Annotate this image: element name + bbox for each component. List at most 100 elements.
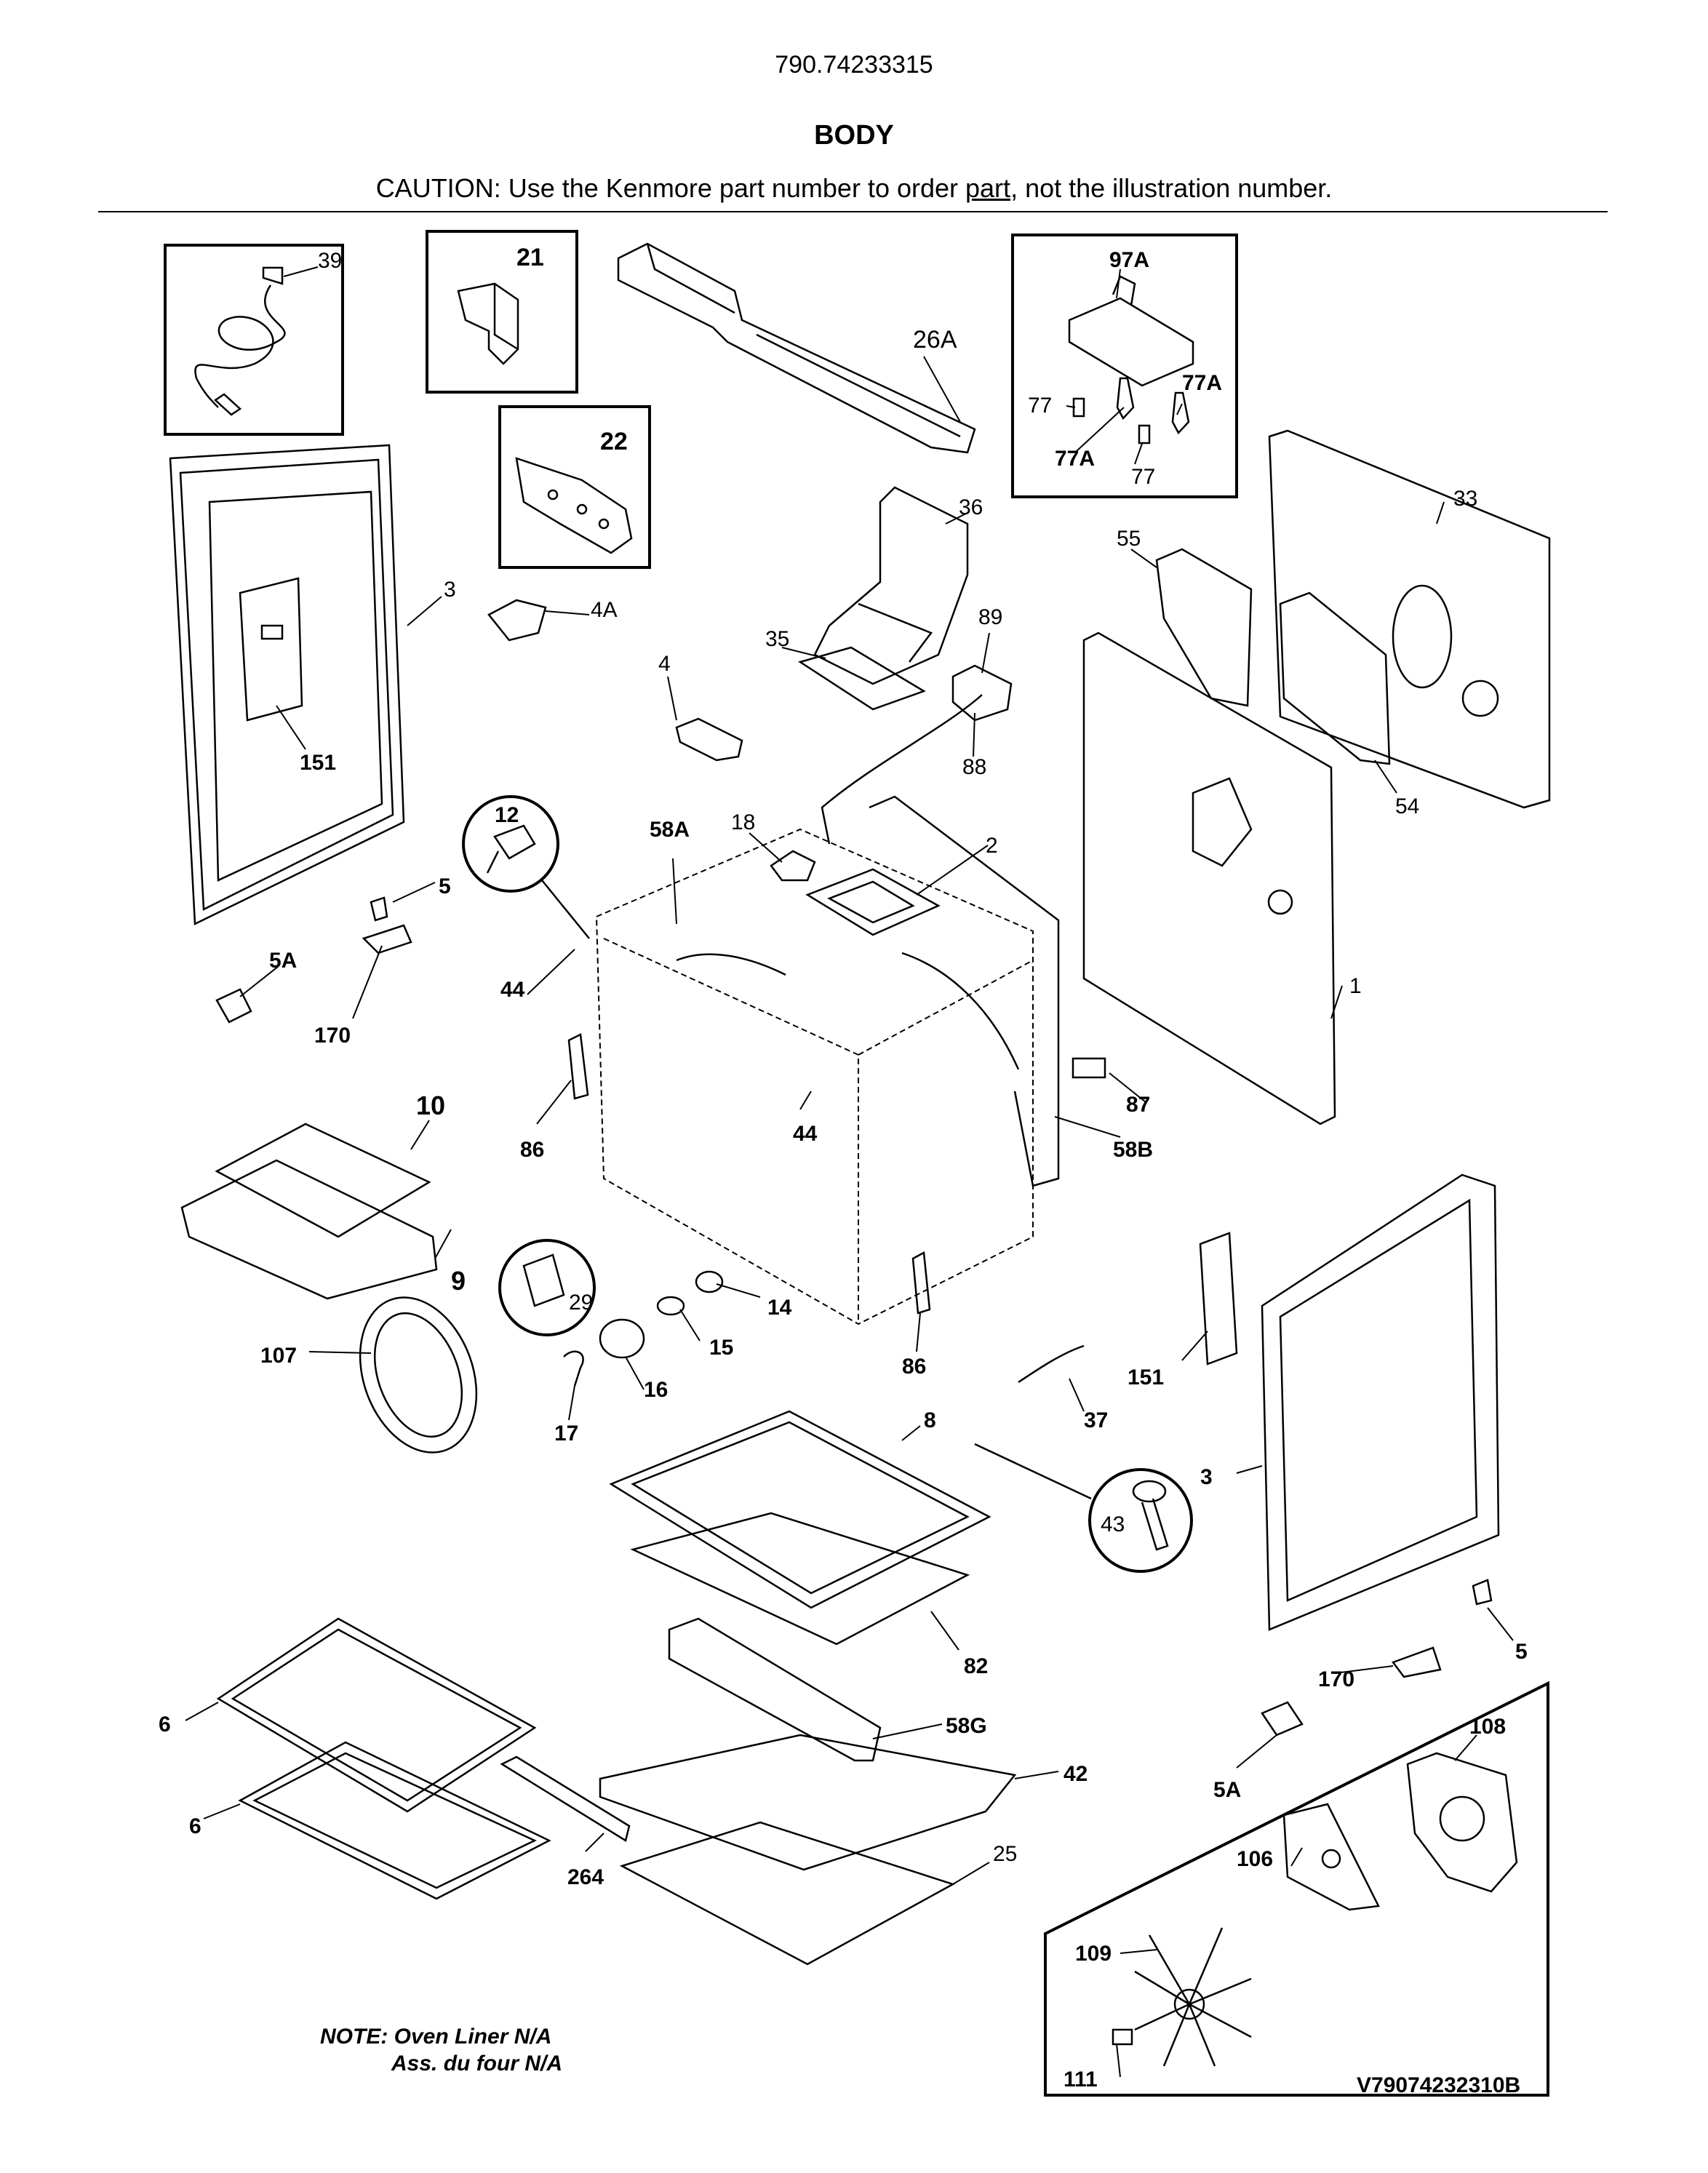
callout-82: 82 [964,1654,988,1678]
callout-26A: 26A [913,326,957,354]
callout-86-upper: 86 [520,1138,544,1162]
top-bracket-26A-part [617,242,976,454]
callout-29: 29 [569,1291,593,1315]
bracket-22-part [515,457,633,554]
insulation-58A-part [676,952,1020,1070]
bracket-170-right-part [1391,1646,1442,1678]
callout-44-lower: 44 [793,1122,818,1146]
rack-6-lower-part [238,1741,551,1900]
callout-17: 17 [554,1422,578,1446]
callout-5A-left: 5A [269,949,297,973]
inset-box-22 [498,405,651,569]
side-panel-left-part [169,444,405,925]
callout-86-lower: 86 [902,1355,926,1379]
inset-box-39 [164,244,344,436]
power-cord-part [194,266,286,416]
caution-text: CAUTION: Use the Kenmore part number to … [0,173,1708,204]
page-title: BODY [814,120,894,151]
bracket-151-right-part [1199,1232,1238,1365]
inset-box-21 [426,230,578,394]
callout-43: 43 [1101,1512,1125,1536]
callout-15: 15 [709,1336,733,1360]
bracket-86-lower-part [911,1251,931,1315]
callout-5-right: 5 [1515,1640,1528,1664]
hinge-5A-left-part [215,988,252,1024]
back-panel-1-part [1082,631,1336,1125]
note-line-2: Ass. du four N/A [391,2052,563,2076]
callout-4: 4 [658,652,671,676]
side-panel-right-part [1261,1173,1500,1631]
screw-43-part [1132,1480,1169,1551]
caution-suffix: , not the illustration number. [1010,173,1333,203]
bracket-21-part [457,282,519,365]
callout-170-right: 170 [1318,1667,1354,1691]
callout-88: 88 [962,755,986,779]
label-87-part [1072,1057,1106,1079]
nut-111-part [1112,2028,1133,2046]
control-board-97A-part [1068,275,1194,444]
callout-107: 107 [260,1344,297,1368]
callout-8: 8 [924,1408,936,1432]
duct-36-part [813,486,969,685]
screw-5-left-part [370,896,388,922]
callout-77A-right: 77A [1182,371,1222,395]
sensor-89-part [821,664,1013,845]
bracket-106-part [1282,1803,1380,1911]
callout-37: 37 [1084,1408,1108,1432]
fan-cover-107-part [359,1296,478,1454]
callout-3-left: 3 [444,578,456,602]
callout-6-upper: 6 [159,1713,171,1737]
leader-12 [541,880,590,939]
callout-6-lower: 6 [189,1814,201,1838]
callout-111: 111 [1063,2068,1098,2092]
callout-55: 55 [1117,527,1141,551]
callout-77A-left: 77A [1055,447,1095,471]
shield-82-part [630,1512,970,1646]
bracket-170-left-part [362,924,412,954]
callout-10: 10 [416,1091,445,1120]
socket-14-part [695,1270,724,1293]
callout-39: 39 [318,249,342,273]
callout-97A: 97A [1109,248,1149,272]
callout-21: 21 [516,244,544,271]
callout-58B: 58B [1113,1138,1153,1162]
insulation-58B-part [869,795,1060,1187]
bracket-86-upper-part [567,1033,589,1100]
callout-54: 54 [1395,794,1419,818]
callout-1: 1 [1349,974,1362,998]
callout-58A: 58A [650,818,690,842]
pan-9-part [180,1159,438,1300]
plate-2-part [805,868,941,936]
gasket-35-part [798,646,926,711]
bracket-4A-part [487,599,547,642]
inset-box-97A [1011,234,1238,498]
callout-22: 22 [600,428,628,455]
inset-box-motor [1044,1680,1549,2097]
caution-link[interactable]: part [965,173,1011,203]
wire-37-part [1018,1344,1085,1384]
callout-25: 25 [993,1842,1017,1866]
callout-3-right: 3 [1200,1465,1213,1489]
bulb-15-part [656,1296,685,1316]
callout-14: 14 [767,1296,792,1320]
motor-108-part [1406,1752,1518,1893]
screw-5-right-part [1472,1579,1493,1606]
bracket-18-part [770,850,816,882]
oven-cavity-part [595,828,1034,1325]
callout-18: 18 [731,810,755,834]
magnifier-43 [1088,1468,1193,1573]
leader-lines [185,266,1514,2078]
terminal-12-part [486,824,536,874]
leader-43 [974,1443,1092,1500]
model-number: 790.74233315 [775,51,933,79]
callout-264: 264 [567,1865,604,1889]
lens-16-part [599,1318,645,1359]
callout-33: 33 [1453,487,1477,511]
callout-42: 42 [1063,1762,1088,1786]
callout-58G: 58G [946,1714,987,1738]
grille-10-part [215,1123,431,1238]
callout-5-left: 5 [439,874,451,898]
shield-55-part [1155,548,1253,707]
rail-264-part [500,1755,631,1842]
clip-17-part [563,1350,584,1387]
